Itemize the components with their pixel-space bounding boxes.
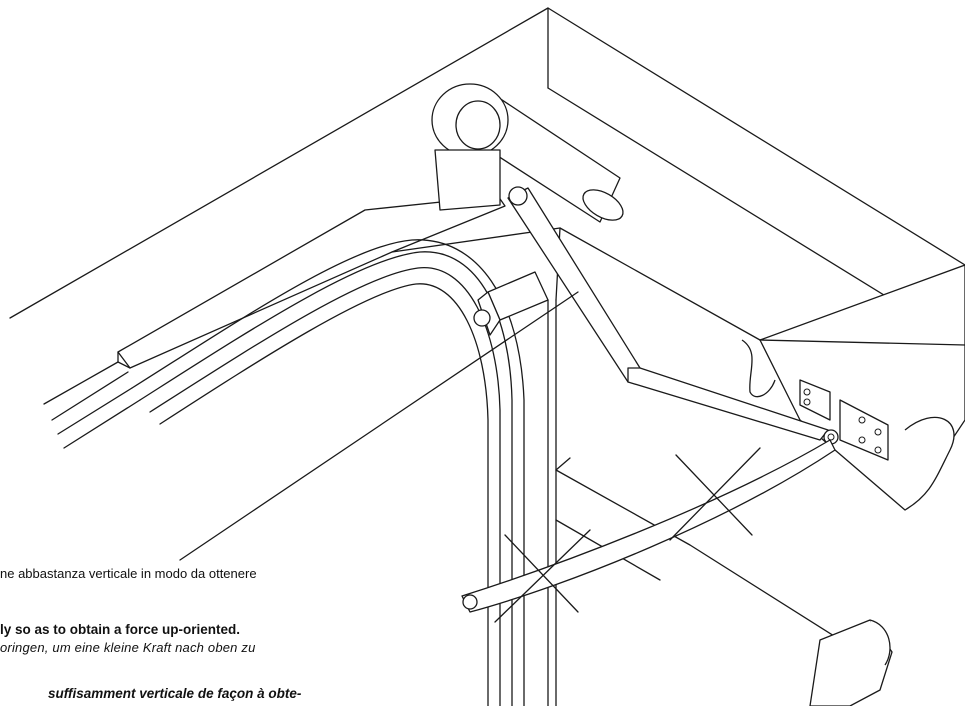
lower-beam [810,620,892,706]
shaft-bracket [474,272,548,335]
caption-english: ly so as to obtain a force up-oriented. [0,622,241,637]
caption-french: suffisamment verticale de façon à obte- [48,686,302,701]
caption-german: oringen, um eine kleine Kraft nach oben … [0,640,256,655]
leader-lines [180,292,760,622]
torsion-shaft [432,84,628,226]
arm-link [508,187,828,440]
horizontal-track [44,196,560,448]
curved-rails [132,240,556,706]
side-beam [742,265,965,510]
caption-italian: ne abbastanza verticale in modo da otten… [0,566,257,581]
curved-arm [462,440,835,612]
mounting-plate [800,380,888,460]
